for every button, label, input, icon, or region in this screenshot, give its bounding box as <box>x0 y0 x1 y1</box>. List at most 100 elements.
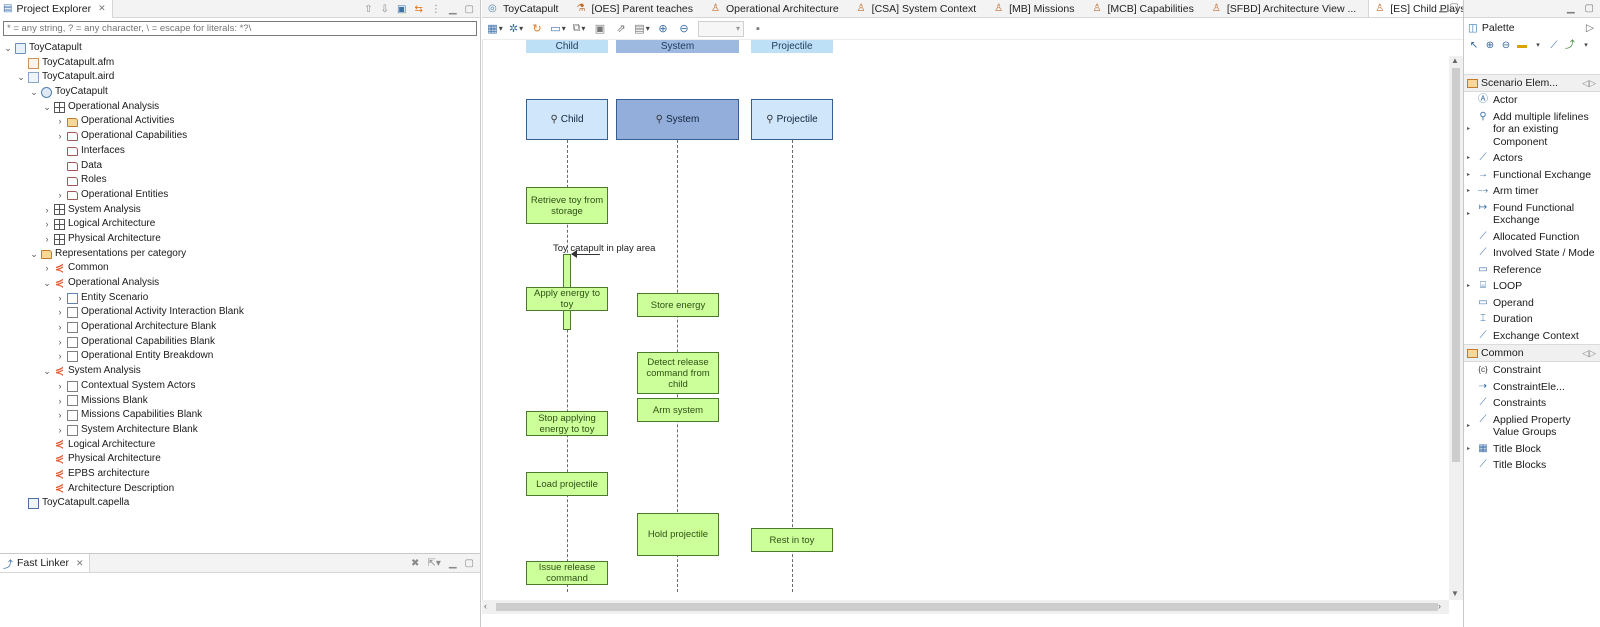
message-label[interactable]: Toy catapult in play area <box>553 243 656 254</box>
collapse-all-icon[interactable]: ▣ <box>397 3 407 15</box>
tree-item[interactable]: ›Contextual System Actors <box>0 379 480 394</box>
vertical-scroll-thumb[interactable] <box>1452 68 1460 462</box>
collapsed-chevron-icon[interactable]: › <box>58 424 62 435</box>
tree-item[interactable]: ›Logical Architecture <box>0 217 480 232</box>
minimize-icon[interactable]: ▁ <box>448 557 457 569</box>
export-image-icon[interactable]: ▪ <box>756 22 760 35</box>
tree-item[interactable]: ›Operational Architecture Blank <box>0 320 480 335</box>
tree-item[interactable]: ›Missions Blank <box>0 394 480 409</box>
collapsed-chevron-icon[interactable]: › <box>58 292 62 303</box>
expanded-chevron-icon[interactable]: ⌄ <box>17 72 25 83</box>
close-icon[interactable]: ✕ <box>75 557 84 568</box>
tree-item[interactable]: ⋞Architecture Description <box>0 482 480 497</box>
editor-tab[interactable]: ◎ToyCatapult <box>482 0 570 17</box>
function-apply-energy[interactable]: Apply energy to toy <box>526 287 608 311</box>
expand-arrow-icon[interactable]: ▸ <box>1467 171 1471 178</box>
paste-format-icon[interactable]: ▤ <box>634 22 649 36</box>
function-retrieve-toy[interactable]: Retrieve toy from storage <box>526 187 608 224</box>
palette-item[interactable]: ▸⟋Actors <box>1464 150 1600 167</box>
scroll-up-icon[interactable]: ▲ <box>1451 56 1459 65</box>
expand-arrow-icon[interactable]: ▸ <box>1467 210 1471 217</box>
zoom-select[interactable]: ▾ <box>698 20 744 37</box>
link-menu-icon[interactable]: ⇱▾ <box>427 557 441 569</box>
zoom-out-tool-icon[interactable]: ⊖ <box>1501 40 1511 51</box>
collapsed-chevron-icon[interactable]: › <box>58 336 62 347</box>
reveal-icon[interactable]: ⇗ <box>616 23 626 35</box>
editor-tab[interactable]: ♙[MCB] Capabilities <box>1086 0 1205 17</box>
zoom-in-icon[interactable]: ⊕ <box>658 23 668 35</box>
zoom-in-tool-icon[interactable]: ⊕ <box>1485 40 1495 51</box>
palette-item[interactable]: ⌶Duration <box>1464 311 1600 328</box>
note-dropdown-icon[interactable]: ▾ <box>1536 42 1540 49</box>
function-load-projectile[interactable]: Load projectile <box>526 472 608 496</box>
collapsed-chevron-icon[interactable]: › <box>58 189 62 200</box>
tree-item[interactable]: ›Operational Entities <box>0 188 480 203</box>
minimize-icon[interactable]: ▁ <box>448 3 457 15</box>
expand-arrow-icon[interactable]: ▸ <box>1467 445 1471 452</box>
editor-window-controls[interactable]: ▁ ▢ <box>1439 2 1459 13</box>
expanded-chevron-icon[interactable]: ⌄ <box>43 278 51 288</box>
tree-item[interactable]: ›System Analysis <box>0 203 480 218</box>
palette-item[interactable]: ⟋Allocated Function <box>1464 229 1600 246</box>
message-arrow[interactable] <box>571 250 600 262</box>
filter-input[interactable] <box>3 21 477 36</box>
drawer-pin-icon[interactable]: ◁▷ <box>1582 347 1596 358</box>
back-icon[interactable]: ⇧ <box>364 3 373 15</box>
function-store-energy[interactable]: Store energy <box>637 293 719 317</box>
function-issue-release[interactable]: Issue release command <box>526 561 608 585</box>
expanded-chevron-icon[interactable]: ⌄ <box>43 101 51 112</box>
tree-item[interactable]: ›Operational Capabilities <box>0 129 480 144</box>
scroll-left-icon[interactable]: ‹ <box>484 601 487 611</box>
tree-item[interactable]: ⌄ToyCatapult.aird <box>0 70 480 85</box>
tree-item[interactable]: ›Operational Entity Breakdown <box>0 349 480 364</box>
collapsed-chevron-icon[interactable]: › <box>58 410 62 421</box>
function-rest-in-toy[interactable]: Rest in toy <box>751 528 833 552</box>
collapsed-chevron-icon[interactable]: › <box>58 307 62 318</box>
editor-tab[interactable]: ♙[SFBD] Architecture View ... <box>1206 0 1368 17</box>
palette-item[interactable]: ▭Reference <box>1464 262 1600 279</box>
drawer-scenario-elements[interactable]: Scenario Elem... ◁▷ <box>1464 74 1600 92</box>
link-tool-icon[interactable]: ⤴ <box>1565 40 1575 51</box>
note-tool-icon[interactable]: ▬ <box>1517 40 1527 51</box>
filters-icon[interactable]: ⧉ <box>572 22 586 36</box>
header-chip-child[interactable]: Child <box>526 40 608 53</box>
collapse-palette-icon[interactable]: ▷ <box>1585 22 1594 34</box>
palette-item[interactable]: {c}Constraint <box>1464 362 1600 379</box>
expanded-chevron-icon[interactable]: ⌄ <box>43 366 51 377</box>
forward-icon[interactable]: ⇩ <box>380 3 389 15</box>
drawer-pin-icon[interactable]: ◁▷ <box>1582 77 1596 88</box>
maximize-icon[interactable]: ▢ <box>1584 3 1594 14</box>
palette-item[interactable]: ▸⤍Arm timer <box>1464 183 1600 200</box>
tree-item[interactable]: ⋞Logical Architecture <box>0 438 480 453</box>
tree-item[interactable]: ToyCatapult.capella <box>0 496 480 511</box>
collapsed-chevron-icon[interactable]: › <box>45 219 49 230</box>
scroll-right-icon[interactable]: › <box>1438 601 1441 611</box>
lifeline-head-system[interactable]: ⚲ System <box>616 99 739 140</box>
palette-item[interactable]: ▸▦Title Block <box>1464 441 1600 458</box>
zoom-out-icon[interactable]: ⊖ <box>679 23 689 35</box>
link-with-editor-icon[interactable]: ⇆ <box>414 3 423 15</box>
tree-item[interactable]: ›⋞Common <box>0 261 480 276</box>
tree-item[interactable]: ⌄⋞Operational Analysis <box>0 276 480 291</box>
tree-item[interactable]: Data <box>0 159 480 174</box>
palette-item[interactable]: ⇢ConstraintEle... <box>1464 379 1600 396</box>
expand-arrow-icon[interactable]: ▸ <box>1467 188 1471 194</box>
lifeline-head-projectile[interactable]: ⚲ Projectile <box>751 99 833 140</box>
expanded-chevron-icon[interactable]: ⌄ <box>4 43 12 53</box>
collapsed-chevron-icon[interactable]: › <box>58 322 62 333</box>
palette-item[interactable]: ⟋Exchange Context <box>1464 328 1600 345</box>
editor-tab[interactable]: ♙[MB] Missions <box>988 0 1086 17</box>
maximize-icon[interactable]: ▢ <box>464 3 474 15</box>
tree-item[interactable]: ›System Architecture Blank <box>0 423 480 438</box>
collapsed-chevron-icon[interactable]: › <box>58 395 62 406</box>
palette-item[interactable]: ⟋Involved State / Mode <box>1464 245 1600 262</box>
horizontal-scroll-thumb[interactable] <box>496 603 1438 611</box>
function-stop-applying[interactable]: Stop applying energy to toy <box>526 411 608 436</box>
maximize-icon[interactable]: ▢ <box>464 557 474 569</box>
function-detect-release[interactable]: Detect release command from child <box>637 352 719 394</box>
tree-item[interactable]: Interfaces <box>0 144 480 159</box>
collapsed-chevron-icon[interactable]: › <box>45 233 49 244</box>
expand-arrow-icon[interactable]: ▸ <box>1467 422 1471 429</box>
palette-item[interactable]: ▭Operand <box>1464 295 1600 312</box>
